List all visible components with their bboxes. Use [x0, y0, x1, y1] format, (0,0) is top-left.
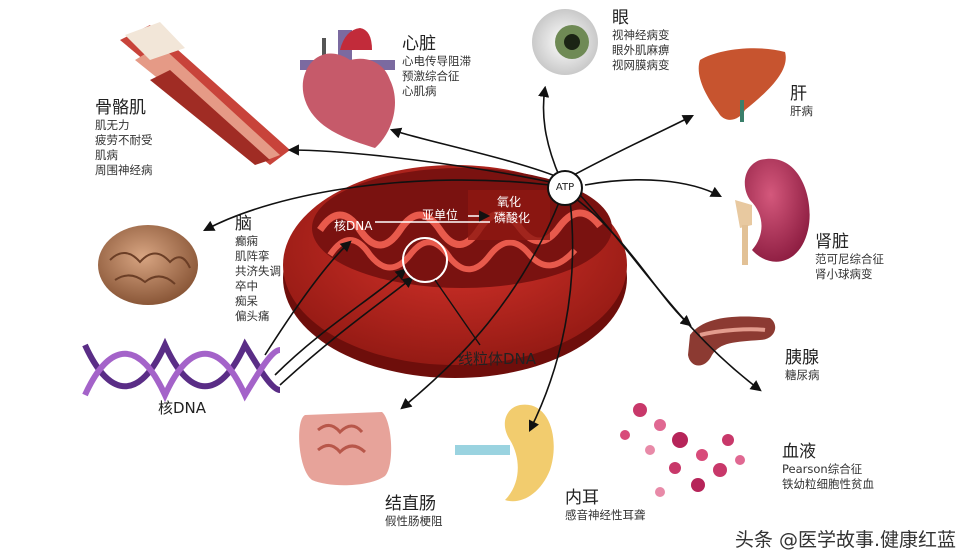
- blood-title: 血液: [782, 442, 816, 462]
- brain-item: 偏头痛: [235, 309, 270, 323]
- inner-ear-title: 内耳: [565, 488, 599, 508]
- heart-item: 心电传导阻滞: [402, 54, 471, 68]
- kidney-title: 肾脏: [815, 232, 849, 252]
- skeletal-muscle-item: 周围神经病: [95, 163, 153, 177]
- kidney-item: 肾小球病变: [815, 267, 873, 281]
- liver-item: 肝病: [790, 104, 813, 118]
- blood-label: 血液 Pearson综合征 铁幼粒细胞性贫血: [782, 442, 874, 492]
- arrow-to-kidney: [584, 179, 722, 198]
- heart-label: 心脏 心电传导阻滞 预激综合征 心肌病: [402, 34, 471, 99]
- brain-item: 癫痫: [235, 234, 258, 248]
- brain-title: 脑: [235, 214, 252, 234]
- atp-arrows: [203, 85, 762, 433]
- liver-title: 肝: [790, 84, 807, 104]
- arrow-to-eye: [538, 85, 561, 179]
- kidney-item: 范可尼综合征: [815, 252, 884, 266]
- brain-item: 痴呆: [235, 294, 258, 308]
- brain-illustration: [98, 225, 198, 305]
- eye-label: 眼 视神经病变 眼外肌麻痹 视网膜病变: [612, 8, 670, 73]
- mitochondrion: [283, 165, 627, 378]
- blood-item: Pearson综合征: [782, 462, 863, 476]
- mito-cristae-1: [317, 209, 603, 249]
- atp-label: ATP: [555, 182, 575, 193]
- pancreas-label: 胰腺 糖尿病: [785, 348, 820, 383]
- colon-label: 结直肠 假性肠梗阻: [385, 494, 443, 529]
- mito-oxphos-line1: 氧化: [497, 195, 522, 209]
- eye-title: 眼: [612, 8, 629, 28]
- colon-illustration: [299, 412, 392, 486]
- skeletal-muscle-item: 疲劳不耐受: [95, 133, 153, 147]
- liver-label: 肝 肝病: [790, 84, 813, 119]
- eye-item: 眼外肌麻痹: [612, 43, 670, 57]
- arrow-to-blood: [579, 194, 762, 392]
- skeletal-muscle-item: 肌病: [95, 148, 118, 162]
- skeletal-muscle-label: 骨骼肌 肌无力 疲劳不耐受 肌病 周围神经病: [95, 98, 153, 178]
- mtdna-pointer: [434, 279, 481, 346]
- skeletal-muscle-illustration: [120, 22, 290, 165]
- heart-item: 心肌病: [402, 84, 437, 98]
- arrow-to-brain: [203, 179, 551, 232]
- eye-item: 视网膜病变: [612, 58, 670, 72]
- arrow-dna-to-mtdna-1: [274, 268, 407, 376]
- pancreas-item: 糖尿病: [785, 368, 820, 382]
- arrow-to-liver: [571, 114, 694, 177]
- liver-illustration: [698, 48, 786, 122]
- colon-title: 结直肠: [385, 494, 436, 514]
- mito-cristae-2: [327, 237, 578, 273]
- watermark: 头条 @医学故事.健康红蓝: [734, 529, 956, 551]
- arrow-dna-to-mtdna-2: [279, 276, 414, 386]
- eye-illustration: [532, 9, 598, 75]
- arrow-to-ear: [528, 199, 574, 433]
- dna-arrows: [264, 240, 414, 386]
- heart-title: 心脏: [402, 34, 436, 54]
- pancreas-title: 胰腺: [785, 348, 819, 368]
- mito-subunit-label: 亚单位: [422, 208, 459, 222]
- dna-label: 核DNA: [158, 399, 207, 417]
- kidney-label: 肾脏 范可尼综合征 肾小球病变: [815, 232, 884, 282]
- pancreas-illustration: [688, 316, 776, 366]
- blood-item: 铁幼粒细胞性贫血: [782, 477, 874, 491]
- brain-item: 卒中: [235, 279, 258, 293]
- brain-label: 脑 癫痫 肌阵挛 共济失调 卒中 痴呆 偏头痛: [235, 214, 281, 324]
- arrow-to-colon: [400, 199, 561, 410]
- brain-item: 肌阵挛: [235, 249, 270, 263]
- inner-ear-item: 感音神经性耳聋: [565, 508, 646, 522]
- arrow-dna-to-nucleus: [264, 240, 352, 356]
- mito-nuclear-dna-label: 核DNA: [334, 219, 373, 233]
- heart-illustration: [300, 28, 395, 148]
- inner-ear-illustration: [455, 404, 554, 502]
- atp-badge: [547, 170, 583, 206]
- skeletal-muscle-title: 骨骼肌: [95, 98, 146, 118]
- colon-item: 假性肠梗阻: [385, 514, 443, 528]
- heart-item: 预激综合征: [402, 69, 460, 83]
- eye-item: 视神经病变: [612, 28, 670, 42]
- mtdna-circle: [402, 237, 448, 283]
- mtdna-label: 线粒体DNA: [458, 350, 537, 368]
- arrow-to-muscle: [287, 144, 556, 184]
- mito-oxphos-line2: 磷酸化: [494, 211, 531, 225]
- kidney-illustration: [735, 158, 810, 265]
- arrow-to-heart: [389, 127, 566, 181]
- skeletal-muscle-item: 肌无力: [95, 118, 130, 132]
- dna-helix-illustration: [82, 337, 281, 403]
- brain-item: 共济失调: [235, 264, 281, 278]
- blood-cells-illustration: [620, 403, 745, 497]
- inner-ear-label: 内耳 感音神经性耳聋: [565, 488, 646, 523]
